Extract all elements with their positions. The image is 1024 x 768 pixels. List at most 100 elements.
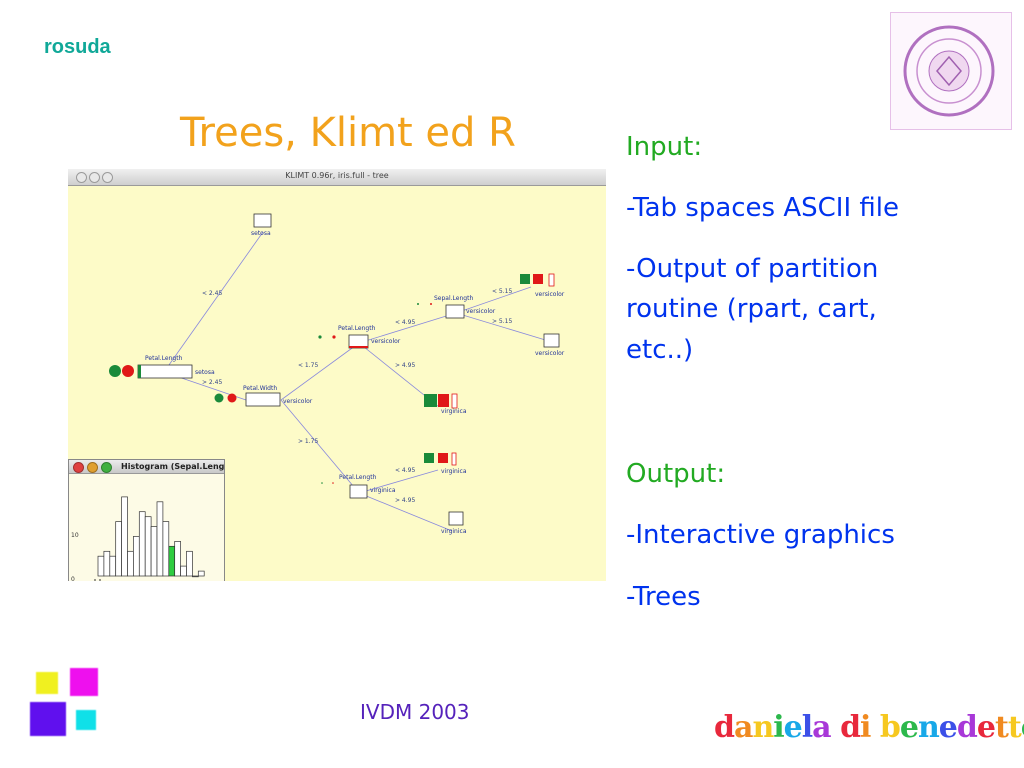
leaf-label: versicolor [535, 350, 565, 357]
histogram-bar[interactable] [109, 555, 117, 577]
histogram-bar[interactable] [115, 521, 122, 577]
histogram-bar[interactable] [144, 516, 152, 577]
histogram-title: Histogram (Sepal.Leng [121, 462, 225, 471]
tree-leaf-setosa[interactable] [253, 213, 272, 228]
close-button-icon[interactable] [73, 462, 84, 473]
leaf-label: versicolor [535, 291, 565, 298]
node-variable: Petal.Length [338, 325, 376, 332]
tree-leaf-versicolor[interactable] [548, 273, 555, 287]
histogram-titlebar: Histogram (Sepal.Leng [69, 460, 224, 474]
brand-label: rosuda [44, 36, 111, 58]
colored-squares-logo [30, 664, 106, 740]
histogram-bar[interactable] [103, 550, 111, 577]
output-item: -Trees [626, 582, 701, 612]
zoom-button-icon[interactable] [101, 462, 112, 473]
histogram-bar[interactable] [97, 555, 105, 577]
node-class: versicolor [371, 338, 401, 345]
tree-leaf-virginica[interactable] [448, 511, 464, 526]
histogram-window: Histogram (Sepal.Leng 10 0 [68, 459, 225, 581]
y-tick-label: 0 [71, 576, 75, 581]
author-letter: b [879, 710, 901, 745]
author-letter: l [801, 710, 813, 745]
tree-node-petal-length-2[interactable] [349, 484, 368, 499]
author-letter: a [812, 710, 831, 745]
leaf-label: setosa [251, 230, 271, 237]
histogram-bar[interactable] [127, 550, 134, 577]
author-letter: a [733, 710, 753, 745]
leaf-label: virginica [441, 408, 467, 415]
author-letter: n [752, 710, 774, 745]
input-item: -Output of partition [626, 254, 879, 284]
node-class: versicolor [466, 308, 496, 315]
tree-diagram: setosa Petal.Length setosa Petal.Width v… [109, 213, 565, 535]
close-button-icon [76, 172, 87, 183]
footer-label: IVDM 2003 [360, 700, 470, 724]
output-item: -Interactive graphics [626, 520, 895, 550]
tree-node-root[interactable] [137, 364, 193, 379]
zoom-button-icon [102, 172, 113, 183]
histogram-bar[interactable] [121, 496, 128, 577]
split-rule: < 2.45 [202, 290, 222, 297]
node-variable: Petal.Width [243, 385, 277, 392]
node-variable: Petal.Length [339, 474, 377, 481]
input-item: routine (rpart, cart, [626, 294, 877, 324]
slide-title: Trees, Klimt ed R [180, 110, 516, 156]
leaf-label: virginica [441, 468, 467, 475]
histogram-bar[interactable] [197, 570, 205, 577]
node-variable: Sepal.Length [434, 295, 473, 302]
split-rule: > 5.15 [492, 318, 512, 325]
author-letter: t [994, 710, 1009, 745]
author-letter: d [840, 710, 861, 745]
author-letter: i [860, 710, 871, 745]
input-item: -Tab spaces ASCII file [626, 193, 899, 223]
split-rule: > 4.95 [395, 497, 415, 504]
histogram-bar[interactable] [192, 575, 199, 578]
histogram-plot: 10 0 [71, 496, 205, 581]
tree-node-petal-width[interactable] [245, 392, 281, 407]
leaf-label: virginica [441, 528, 467, 535]
histogram-bar[interactable] [150, 526, 158, 577]
split-rule: < 5.15 [492, 288, 512, 295]
split-rule: > 1.75 [298, 438, 318, 445]
node-class: virginica [370, 487, 396, 494]
tree-leaf-virginica[interactable] [451, 393, 458, 409]
minimize-button-icon[interactable] [87, 462, 98, 473]
author-letter: e [938, 710, 958, 745]
university-seal-image [890, 12, 1012, 130]
author-letter: e [899, 710, 919, 745]
author-letter: n [917, 710, 940, 745]
author-letter: d [714, 710, 735, 745]
y-tick-label: 10 [71, 532, 79, 539]
window-titlebar: KLIMT 0.96r, iris.full - tree [68, 169, 606, 186]
input-heading: Input: [626, 132, 703, 162]
tree-leaf-versicolor[interactable] [543, 333, 560, 348]
histogram-bar[interactable] [133, 536, 140, 577]
author-letter [870, 710, 879, 745]
input-item: etc..) [626, 335, 694, 365]
split-rule: > 2.45 [202, 379, 222, 386]
author-name: daniela di benedetto [714, 710, 1024, 745]
node-class: versicolor [283, 398, 313, 405]
histogram-bar[interactable] [186, 550, 193, 577]
author-letter: d [956, 710, 978, 745]
tree-node-sepal-length[interactable] [445, 304, 465, 319]
split-rule: > 4.95 [395, 362, 415, 369]
author-letter: e [783, 710, 803, 745]
split-rule: < 4.95 [395, 319, 415, 326]
author-letter: o [1021, 710, 1024, 745]
histogram-bar[interactable] [138, 511, 146, 577]
split-rule: < 1.75 [298, 362, 318, 369]
author-letter: e [976, 710, 996, 745]
tree-leaf-virginica[interactable] [451, 452, 457, 466]
author-letter [831, 710, 840, 745]
node-variable: Petal.Length [145, 355, 183, 362]
split-rule: < 4.95 [395, 467, 415, 474]
histogram-bar[interactable] [174, 541, 181, 577]
histogram-bar[interactable] [162, 521, 170, 577]
klimt-window-screenshot: KLIMT 0.96r, iris.full - tree setosa Pet… [68, 169, 606, 581]
histogram-bar[interactable] [168, 545, 176, 577]
author-letter: t [1007, 710, 1022, 745]
minimize-button-icon [89, 172, 100, 183]
histogram-bar[interactable] [180, 565, 187, 577]
histogram-bar[interactable] [156, 501, 164, 577]
